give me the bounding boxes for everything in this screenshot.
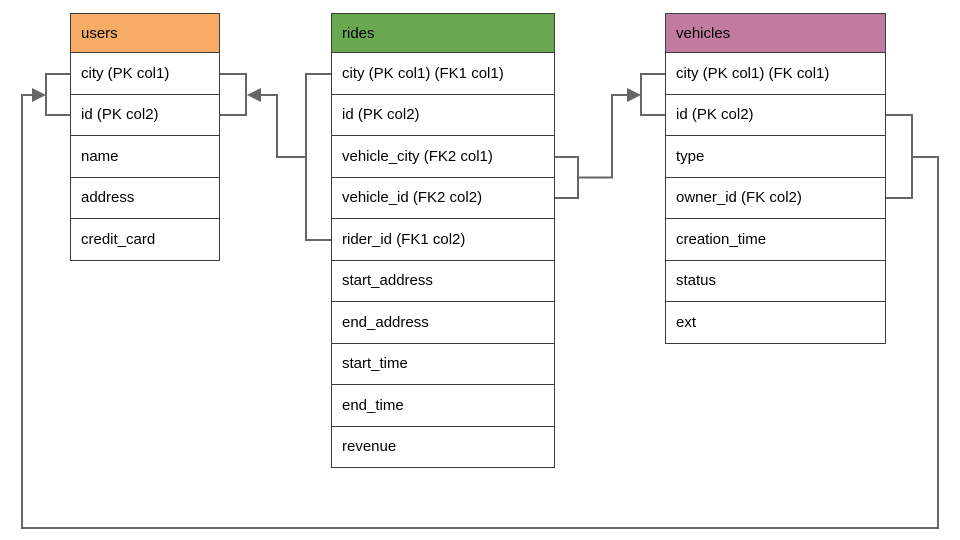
- connector-vehicles-to-users: [21, 73, 939, 529]
- users-pk-bracket-left: [45, 73, 70, 116]
- table-rides-header: rides: [331, 13, 555, 53]
- connector-rides-to-vehicles: [555, 73, 666, 199]
- table-rides-column: start_address: [331, 260, 555, 302]
- arrowhead-into-vehicles: [627, 88, 641, 102]
- rides-fk2-bracket-right: [555, 156, 579, 199]
- table-rides-column: start_time: [331, 343, 555, 385]
- table-vehicles-column: ext: [665, 302, 886, 344]
- arrowhead-into-users-left: [32, 88, 46, 102]
- table-vehicles-column: city (PK col1) (FK col1): [665, 53, 886, 95]
- table-rides: rides city (PK col1) (FK1 col1) id (PK c…: [331, 13, 555, 468]
- arrowhead-into-users-right: [247, 88, 261, 102]
- table-users-column: city (PK col1): [70, 53, 220, 95]
- vehicles-to-users-outer-loop-line: [21, 94, 939, 529]
- table-rides-column: id (PK col2): [331, 94, 555, 136]
- table-rides-column: revenue: [331, 426, 555, 468]
- rides-fk1-bracket-left: [305, 73, 331, 241]
- users-pk-bracket-right: [220, 73, 247, 116]
- table-vehicles-column: id (PK col2): [665, 94, 886, 136]
- rides-to-users-line: [250, 94, 306, 158]
- table-users-column: name: [70, 136, 220, 178]
- rides-to-vehicles-line: [578, 94, 638, 179]
- table-vehicles-header: vehicles: [665, 13, 886, 53]
- table-vehicles-column: creation_time: [665, 219, 886, 261]
- table-rides-column: vehicle_id (FK2 col2): [331, 177, 555, 219]
- table-vehicles-column: status: [665, 260, 886, 302]
- table-users: users city (PK col1) id (PK col2) name a…: [70, 13, 220, 261]
- table-users-header: users: [70, 13, 220, 53]
- table-rides-column: vehicle_city (FK2 col1): [331, 136, 555, 178]
- table-rides-column: rider_id (FK1 col2): [331, 219, 555, 261]
- table-rides-column: city (PK col1) (FK1 col1): [331, 53, 555, 95]
- connector-rides-to-users: [220, 73, 331, 241]
- vehicles-fk-bracket-right: [886, 114, 913, 199]
- table-vehicles-column: owner_id (FK col2): [665, 177, 886, 219]
- vehicles-pk-bracket-left: [640, 73, 666, 116]
- table-rides-column: end_time: [331, 385, 555, 427]
- table-rides-column: end_address: [331, 302, 555, 344]
- table-vehicles: vehicles city (PK col1) (FK col1) id (PK…: [665, 13, 886, 344]
- table-users-column: address: [70, 177, 220, 219]
- table-users-column: id (PK col2): [70, 94, 220, 136]
- table-users-column: credit_card: [70, 219, 220, 261]
- table-vehicles-column: type: [665, 136, 886, 178]
